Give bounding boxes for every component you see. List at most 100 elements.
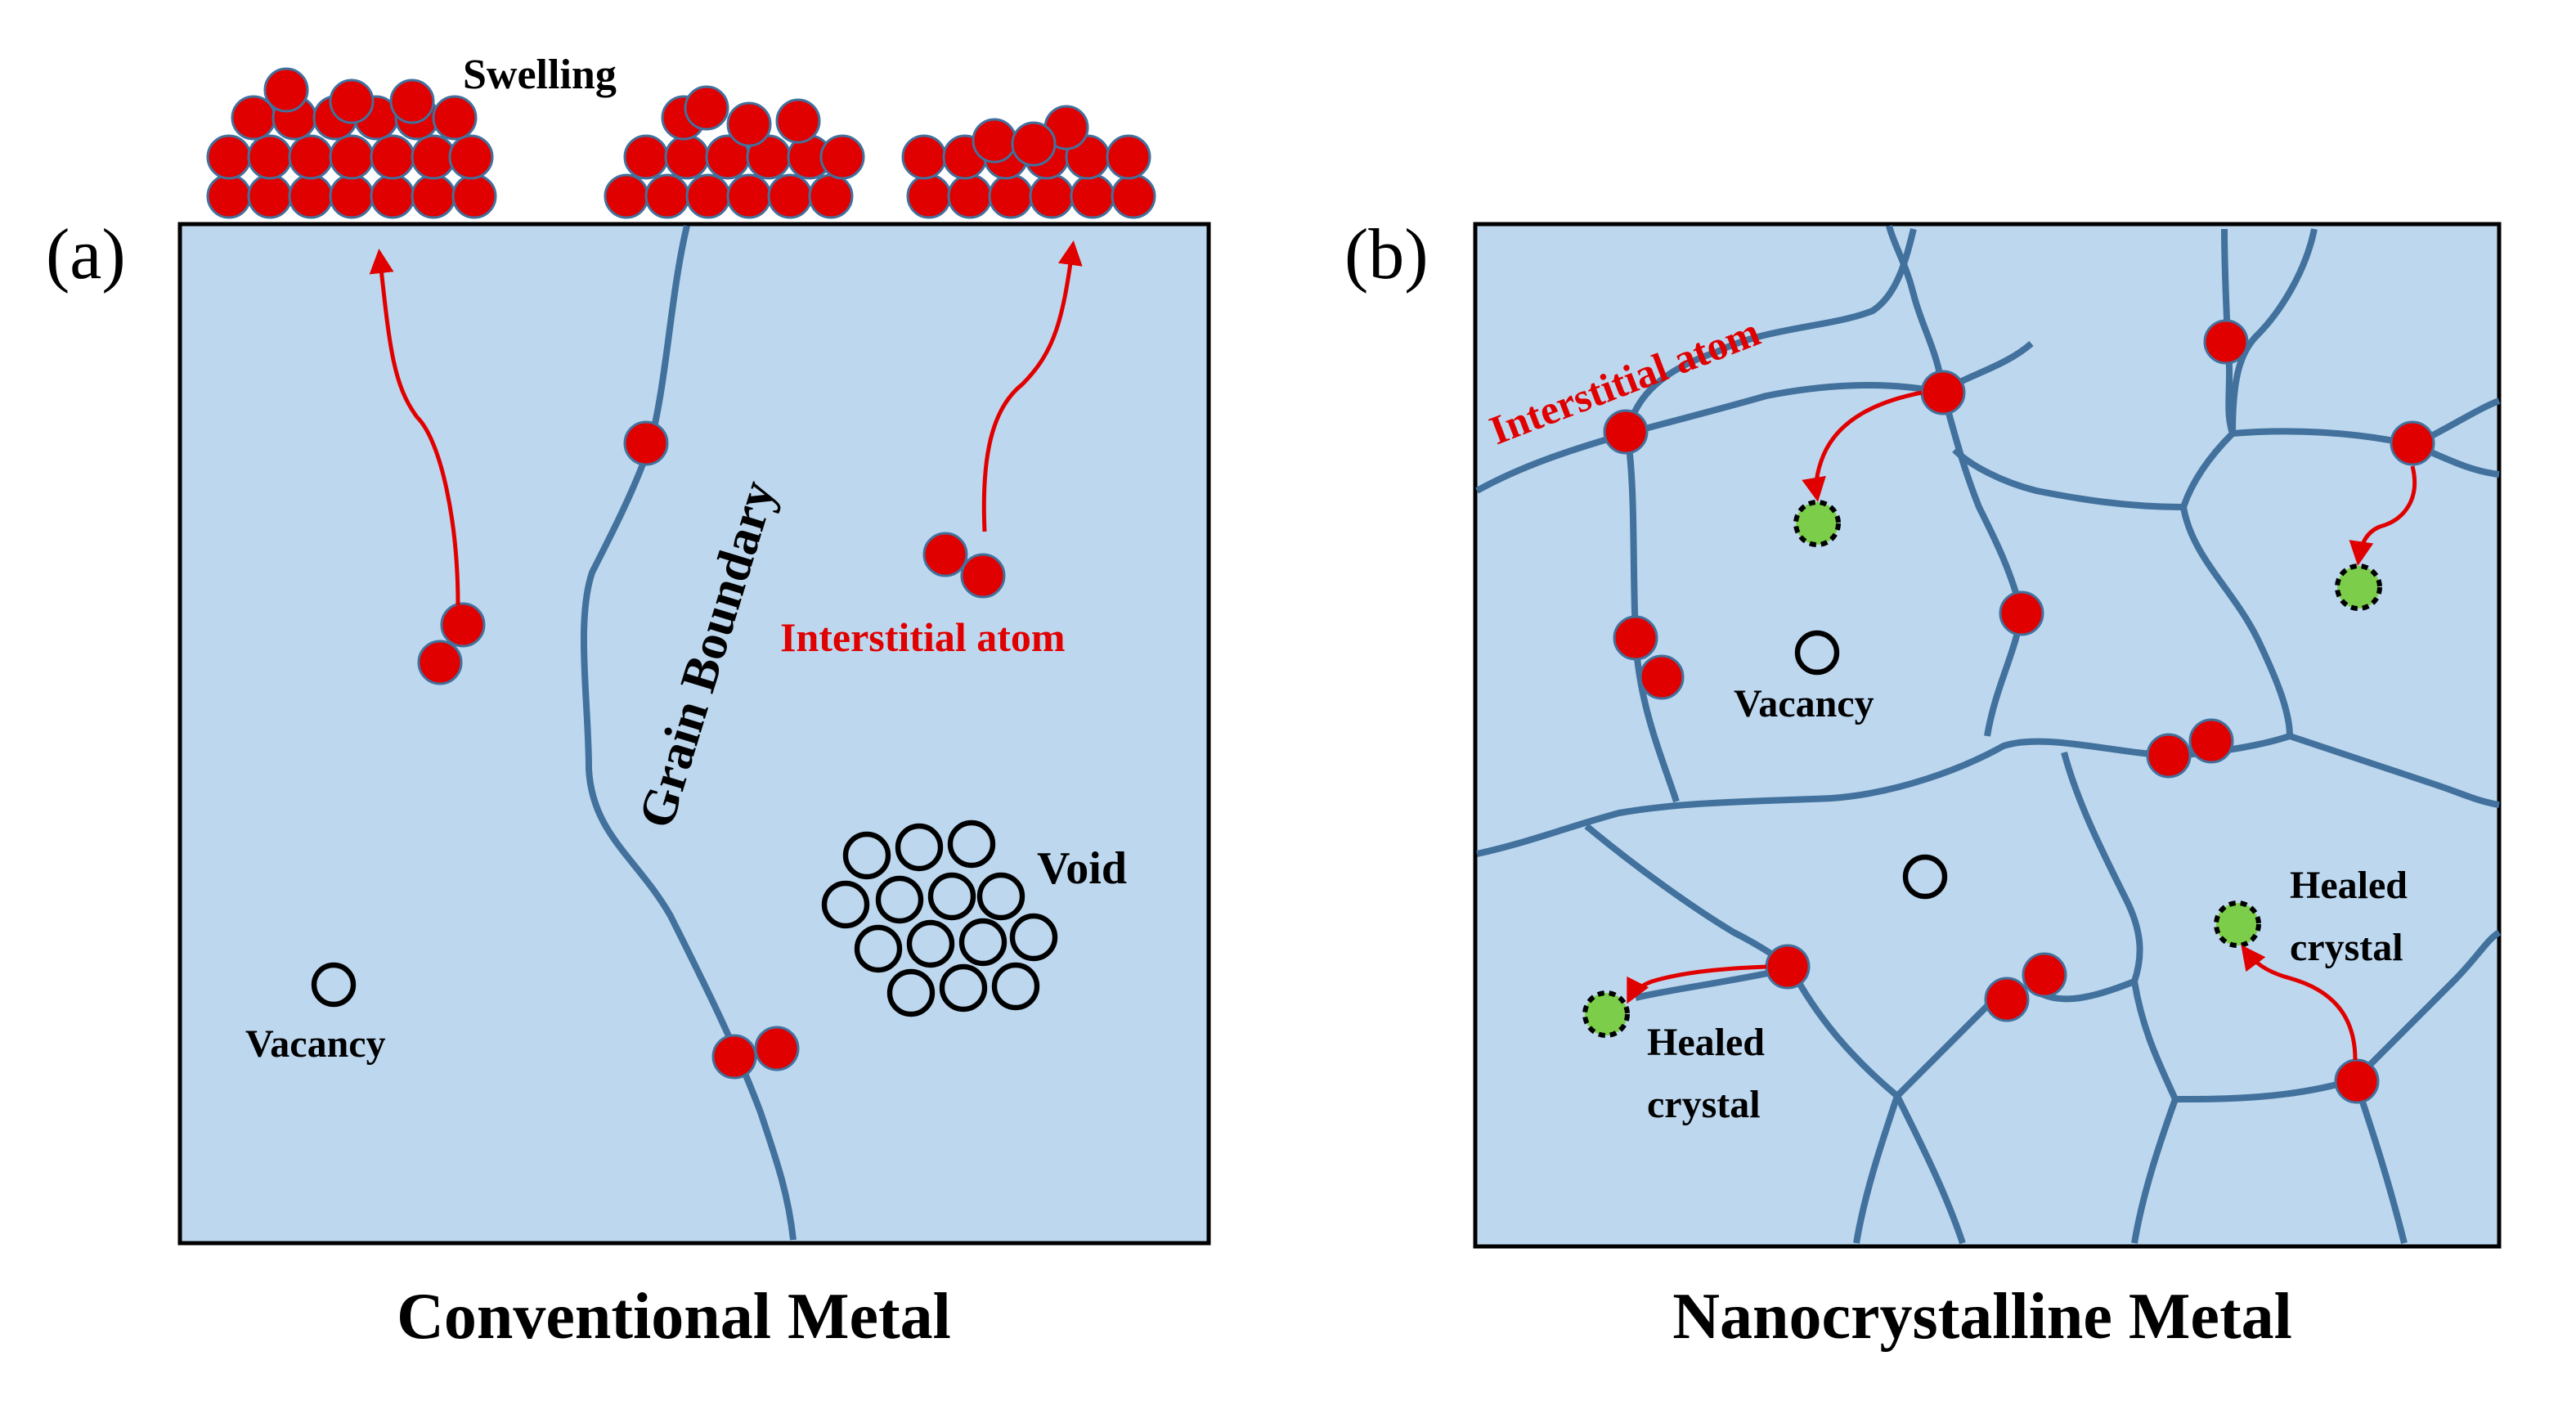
interstitial-atom [1111, 173, 1156, 219]
interstitial-atom [2188, 718, 2234, 764]
healed-crystal-label-right-line1: Healed [2290, 864, 2408, 907]
recombination-arrow [1627, 964, 1767, 1004]
interstitial-on-boundary [623, 420, 669, 466]
interstitial-atom [1999, 590, 2044, 636]
interstitial-atom [288, 134, 334, 180]
interstitial-atom [329, 173, 375, 219]
interstitial-atom [247, 173, 293, 219]
interstitial-atom [1603, 409, 1649, 455]
interstitial-atom [604, 173, 649, 219]
swelling-cluster-right [901, 105, 1156, 219]
interstitial-atom [906, 173, 952, 219]
interstitial-atom [623, 420, 669, 466]
vacancy-label: Vacancy [245, 1022, 386, 1066]
interstitial-atom [947, 173, 993, 219]
vacancy-label: Vacancy [1734, 682, 1874, 725]
interstitial-atom [726, 101, 772, 147]
interstitial-atom [2022, 952, 2067, 998]
healed-crystal-label-left-line2: crystal [1647, 1083, 1761, 1126]
interstitial-atom [685, 173, 731, 219]
interstitial-atom [1920, 370, 1966, 415]
interstitial-atom [988, 173, 1034, 219]
interstitial-atom [288, 173, 334, 219]
recombination-arrow [1802, 390, 1923, 502]
interstitial-atom [901, 134, 947, 180]
healed-atom [2335, 564, 2382, 611]
swelling-cluster-middle [604, 85, 865, 219]
interstitial-atom [819, 134, 865, 180]
interstitial-atom [2334, 1058, 2380, 1104]
void-label: Void [1037, 843, 1127, 894]
recombination-arrows [1627, 390, 2417, 1061]
interstitial-atom [623, 134, 669, 180]
interstitial-atom [726, 173, 772, 219]
interstitial-atom [1984, 977, 2030, 1022]
interstitial-atom [767, 173, 813, 219]
interstitial-atom [711, 1034, 757, 1080]
vacancy-symbol [311, 962, 357, 1008]
interstitial-atom [389, 79, 435, 124]
interstitial-atom [1029, 173, 1075, 219]
migration-arrow-right [981, 240, 1083, 532]
interstitial-atom [329, 134, 375, 180]
interstitial-atom [451, 173, 497, 219]
interstitial-atom [432, 95, 478, 141]
void-cluster [821, 820, 1058, 1017]
interstitial-atom [808, 173, 854, 219]
panel-a: (a) Swelling Grain Boundary Interstitial… [46, 52, 1211, 1353]
healed-crystal-label-right-line2: crystal [2290, 926, 2403, 969]
healed-atoms [1582, 500, 2382, 1038]
interstitial-pair-right [922, 532, 1006, 599]
interstitial-pair-left [417, 602, 486, 685]
healed-atom [1582, 990, 1630, 1038]
interstitial-atom [206, 134, 252, 180]
interstitial-atom [644, 173, 690, 219]
interstitial-atom [922, 532, 968, 577]
interstitial-atom [2146, 733, 2192, 779]
interstitial-atom [206, 173, 252, 219]
interstitial-atom [664, 134, 710, 180]
interstitial-atom [329, 79, 375, 124]
healed-crystal-label-left-line1: Healed [1647, 1021, 1765, 1064]
healed-atom [2214, 900, 2261, 948]
interstitial-atom [1011, 121, 1057, 167]
interstitial-atom [247, 134, 293, 180]
interstitial-atom [684, 85, 729, 131]
panel-b-letter: (b) [1344, 215, 1429, 294]
interstitial-atom [960, 553, 1006, 599]
interstitial-atom [1613, 615, 1658, 661]
interstitial-atom [2390, 420, 2435, 466]
interstitial-atom [411, 134, 456, 180]
interstitial-atoms-b [1603, 319, 2435, 1104]
interstitial-pair-boundary-bottom [711, 1026, 800, 1080]
swelling-label: Swelling [463, 52, 617, 98]
migration-arrow-left [369, 249, 460, 606]
interstitial-atom [775, 98, 821, 144]
interstitial-atom [448, 134, 494, 180]
vacancy-symbol [1794, 630, 1840, 676]
panel-b: (b) Interstitial atom Vacancy Healed cry… [1344, 215, 2502, 1353]
interstitial-atom [263, 67, 309, 113]
panel-a-caption: Conventional Metal [397, 1281, 951, 1353]
vacancy-symbol [1902, 854, 1948, 900]
recombination-arrow [2241, 945, 2358, 1061]
interstitial-atom [417, 640, 463, 685]
interstitial-atom-label: Interstitial atom [780, 614, 1066, 660]
interstitial-atom [370, 173, 415, 219]
conventional-metal-matrix [177, 222, 1211, 1246]
interstitial-atom [1070, 173, 1115, 219]
interstitial-atom [370, 134, 415, 180]
interstitial-atom [1765, 944, 1811, 990]
interstitial-atom [754, 1026, 800, 1071]
interstitial-atom [440, 602, 486, 648]
recombination-arrow [2349, 465, 2417, 566]
interstitial-atom [1639, 654, 1685, 700]
healed-atom [1793, 500, 1841, 547]
interstitial-atom [972, 118, 1017, 164]
interstitial-atom [2203, 319, 2249, 365]
swelling-cluster-left [206, 67, 497, 219]
interstitial-atom [411, 173, 456, 219]
panel-a-letter: (a) [46, 215, 126, 294]
panel-b-caption: Nanocrystalline Metal [1672, 1281, 2292, 1353]
